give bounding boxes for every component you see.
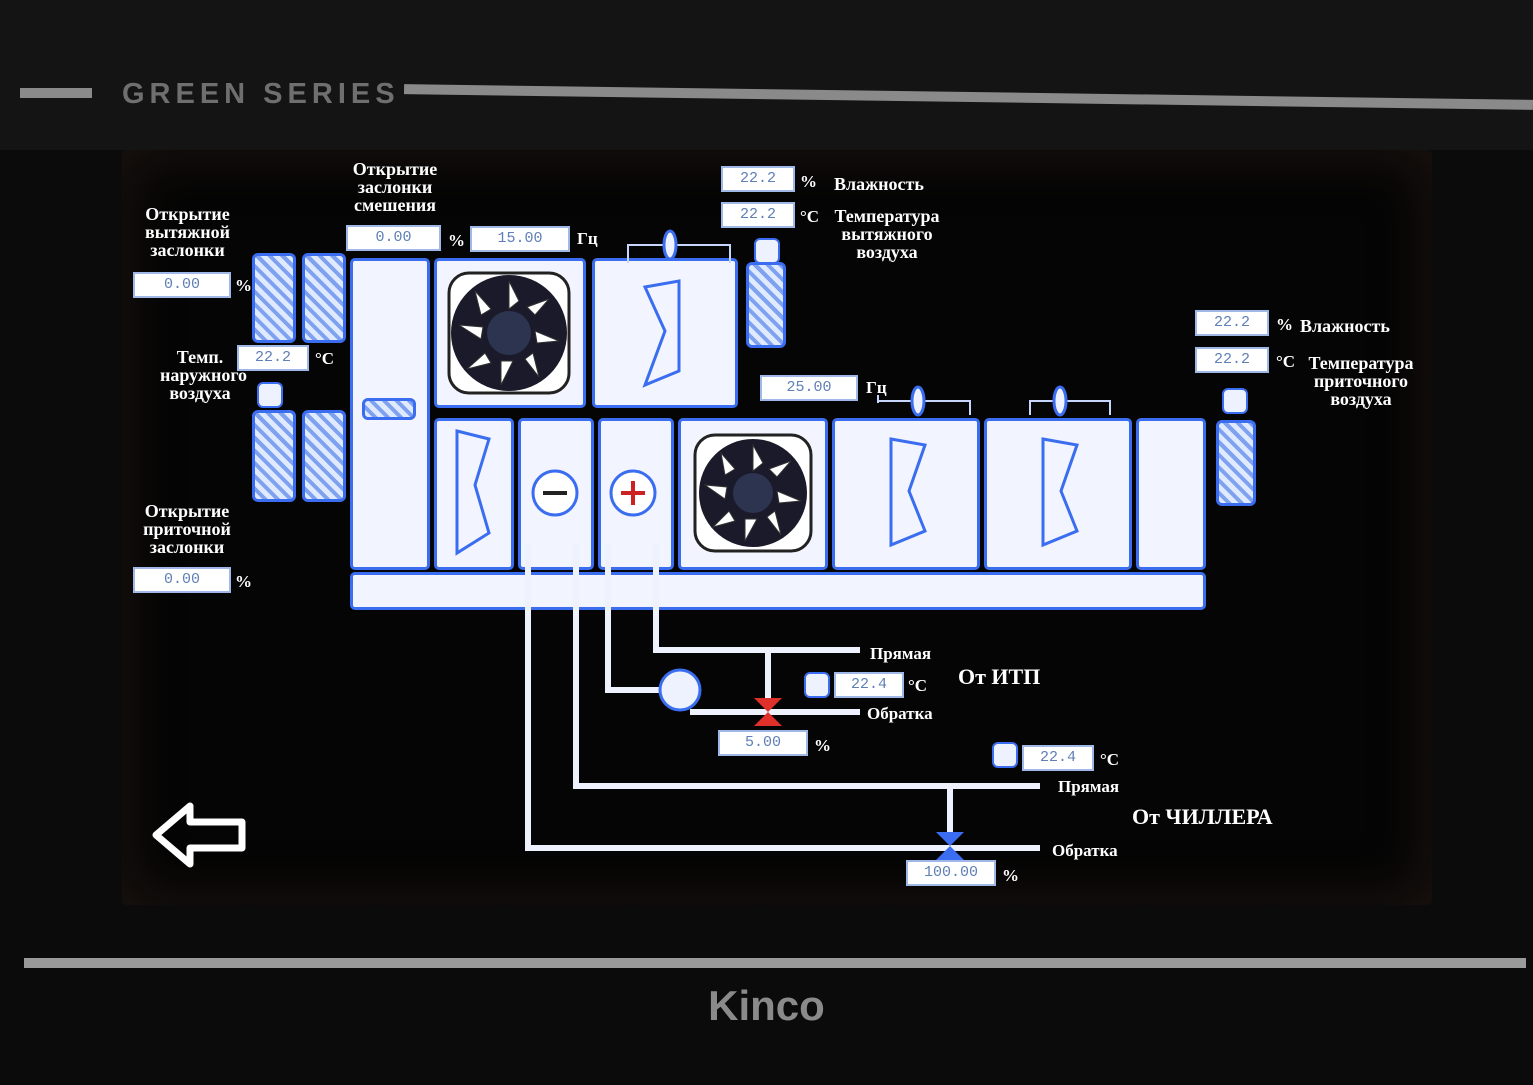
series-label: GREEN SERIES — [122, 78, 400, 110]
device-bezel — [0, 0, 1533, 150]
supply-damper-value[interactable]: 0.00 — [133, 567, 231, 593]
mixing-damper-label: Открытие заслонки смешения — [352, 159, 438, 215]
supply-damper-unit: % — [235, 572, 252, 591]
chiller-source-label: От ЧИЛЛЕРА — [1132, 804, 1273, 829]
itp-source-label: От ИТП — [958, 664, 1041, 689]
exhaust-damper[interactable] — [302, 253, 346, 343]
exhaust-recuperator — [592, 258, 738, 408]
chiller-return-label: Обратка — [1052, 841, 1118, 860]
chiller-valve-value[interactable]: 100.00 — [906, 860, 996, 886]
divider — [20, 88, 92, 98]
pressure-sensors — [627, 229, 1111, 417]
back-arrow-icon — [152, 802, 246, 868]
exhaust-fan-section[interactable] — [434, 258, 586, 408]
back-button[interactable] — [150, 800, 250, 870]
outdoor-temp-label: Темп. наружного воздуха — [160, 347, 248, 403]
supply-temp-unit: °C — [1276, 352, 1296, 371]
supply-damper[interactable] — [302, 410, 346, 502]
itp-temp-value[interactable]: 22.4 — [834, 672, 904, 698]
exhaust-humidity-unit: % — [800, 172, 817, 191]
supply-recuperator-1 — [832, 418, 980, 570]
recuperator-supply-section — [434, 418, 514, 570]
chiller-valve-icon[interactable] — [936, 832, 964, 860]
supply-humidity-value[interactable]: 22.2 — [1195, 310, 1269, 336]
chiller-supply-label: Прямая — [1058, 777, 1120, 796]
mixing-damper-unit: % — [448, 231, 465, 250]
supply-fan-section[interactable] — [678, 418, 828, 570]
exhaust-filter — [252, 253, 296, 343]
supply-damper-label: Открытие приточной заслонки — [143, 501, 231, 557]
supply-recuperator-2 — [984, 418, 1132, 570]
itp-valve-icon[interactable] — [754, 698, 782, 726]
brand-logo: Kinco — [708, 982, 825, 1029]
itp-temp-sensor-icon — [804, 672, 830, 698]
itp-valve-value[interactable]: 5.00 — [718, 730, 808, 756]
divider — [24, 958, 1526, 968]
mixing-damper-value[interactable]: 0.00 — [346, 225, 441, 251]
outdoor-temp-value[interactable]: 22.2 — [237, 345, 309, 371]
mixing-damper[interactable] — [362, 398, 416, 420]
piping — [525, 544, 1040, 860]
supply-humidity-unit: % — [1276, 315, 1293, 334]
chiller-valve-unit: % — [1002, 866, 1019, 885]
exhaust-temp-value[interactable]: 22.2 — [721, 202, 795, 228]
itp-return-label: Обратка — [867, 704, 933, 723]
exhaust-damper-unit: % — [235, 276, 252, 295]
supply-fan-frequency-value[interactable]: 25.00 — [760, 375, 858, 401]
exhaust-air-sensor-icon — [754, 238, 780, 264]
chiller-temp-sensor-icon — [992, 742, 1018, 768]
supply-fan-frequency-unit: Гц — [866, 378, 887, 397]
chiller-temp-value[interactable]: 22.4 — [1022, 745, 1094, 771]
supply-temp-label: Температура приточного воздуха — [1308, 353, 1414, 409]
exhaust-damper-value[interactable]: 0.00 — [133, 272, 231, 298]
exhaust-damper-label: Открытие вытяжной заслонки — [145, 204, 230, 260]
exhaust-temp-label: Температура вытяжного воздуха — [834, 206, 940, 262]
supply-air-sensor-icon — [1222, 388, 1248, 414]
itp-temp-unit: °C — [908, 676, 928, 695]
exhaust-fan-frequency-unit: Гц — [577, 229, 598, 248]
cooler-section[interactable] — [518, 418, 594, 570]
supply-temp-value[interactable]: 22.2 — [1195, 347, 1269, 373]
itp-supply-label: Прямая — [870, 644, 932, 663]
outdoor-temp-unit: °C — [315, 349, 335, 368]
supply-outlet-section — [1136, 418, 1206, 570]
supply-outlet-filter — [1216, 420, 1256, 506]
exhaust-fan-frequency-value[interactable]: 15.00 — [470, 226, 570, 252]
itp-valve-unit: % — [814, 736, 831, 755]
exhaust-humidity-value[interactable]: 22.2 — [721, 166, 795, 192]
exhaust-temp-unit: °C — [800, 207, 820, 226]
outdoor-temp-sensor-icon — [257, 382, 283, 408]
itp-pump-icon — [658, 668, 702, 712]
supply-humidity-label: Влажность — [1300, 316, 1390, 336]
intake-filter — [252, 410, 296, 502]
ahu-base — [350, 572, 1206, 610]
chiller-temp-unit: °C — [1100, 750, 1120, 769]
exhaust-humidity-label: Влажность — [834, 174, 924, 194]
